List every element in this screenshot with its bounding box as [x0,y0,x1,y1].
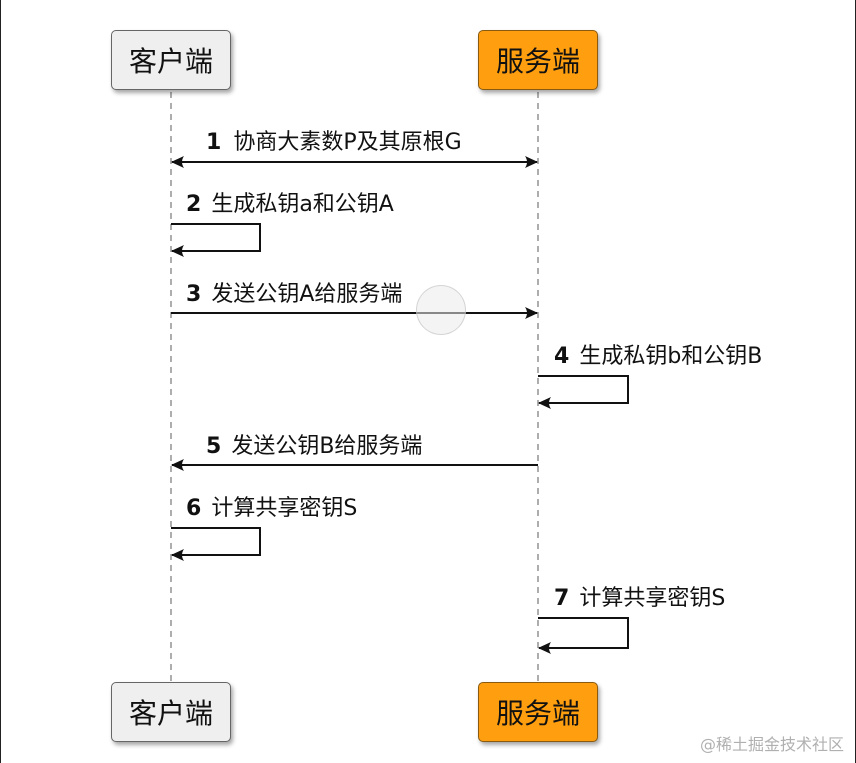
left-border [0,0,1,763]
message-4: 4 生成私钥b和公钥B [538,344,762,409]
client-participant-top: 客户端 [111,30,231,90]
server-participant-top: 服务端 [478,30,598,90]
message-3-number: 3 [186,282,201,307]
watermark: @稀土掘金技术社区 [699,735,844,754]
cursor-indicator [416,285,466,335]
message-7-label: 计算共享密钥S [579,586,725,611]
message-7-number: 7 [554,586,569,611]
client-participant-bottom: 客户端 [111,682,231,742]
message-1-number: 1 [206,130,221,155]
message-2-number: 2 [186,192,201,217]
message-6-label: 计算共享密钥S [211,496,357,521]
message-5-number: 5 [206,434,221,459]
message-1: 1 协商大素数P及其原根G [171,130,538,168]
message-5: 5 发送公钥B给服务端 [171,434,538,471]
message-4-number: 4 [554,344,569,369]
message-1-label: 协商大素数P及其原根G [233,130,461,155]
message-2-label: 生成私钥a和公钥A [211,192,394,217]
message-4-label: 生成私钥b和公钥B [579,344,762,369]
message-3: 3 发送公钥A给服务端 [171,282,538,319]
message-5-label: 发送公钥B给服务端 [231,434,422,459]
message-3-label: 发送公钥A给服务端 [211,282,402,307]
message-6: 6 计算共享密钥S [171,496,357,561]
server-participant-bottom: 服务端 [478,682,598,742]
message-2: 2 生成私钥a和公钥A [171,192,394,257]
message-6-number: 6 [186,496,201,521]
message-7: 7 计算共享密钥S [538,586,725,654]
